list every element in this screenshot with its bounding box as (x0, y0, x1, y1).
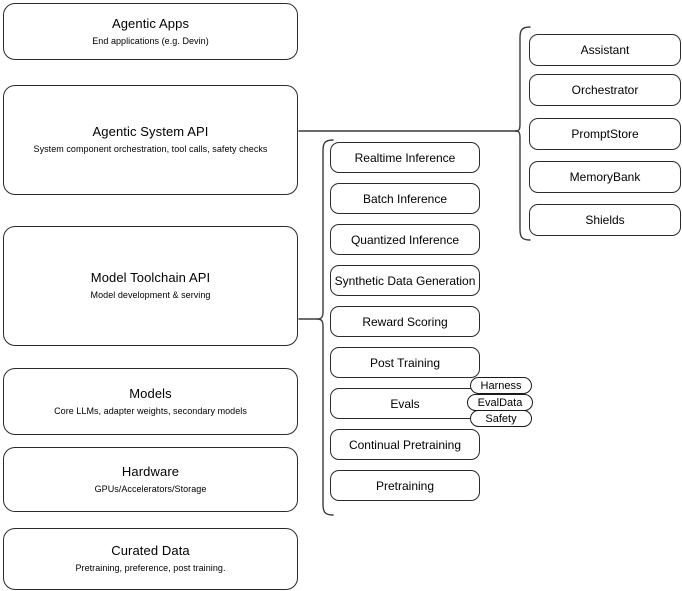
capability-evals[interactable]: Evals (330, 388, 480, 419)
layer-subtitle: Pretraining, preference, post training. (75, 563, 226, 573)
component-assistant[interactable]: Assistant (529, 34, 681, 66)
layer-title: Curated Data (111, 543, 190, 558)
layer-title: Agentic System API (92, 124, 209, 139)
layer-model-toolchain-api[interactable]: Model Toolchain API Model development & … (3, 226, 298, 346)
layer-title: Agentic Apps (111, 15, 190, 31)
capability-quantized-inference[interactable]: Quantized Inference (330, 224, 480, 255)
eval-tag-safety[interactable]: Safety (470, 410, 532, 427)
capability-pretraining[interactable]: Pretraining (330, 470, 480, 501)
layer-agentic-system-api[interactable]: Agentic System API System component orch… (3, 85, 298, 195)
layer-subtitle: End applications (e.g. Devin) (92, 35, 209, 46)
capability-reward-scoring[interactable]: Reward Scoring (330, 306, 480, 337)
eval-tag-evaldata[interactable]: EvalData (467, 394, 533, 411)
right-curly-brace (514, 26, 531, 241)
eval-tag-harness[interactable]: Harness (470, 377, 532, 394)
capability-realtime-inference[interactable]: Realtime Inference (330, 142, 480, 173)
layer-subtitle: Core LLMs, adapter weights, secondary mo… (54, 405, 247, 416)
layer-hardware[interactable]: Hardware GPUs/Accelerators/Storage (3, 447, 298, 512)
layer-curated-data[interactable]: Curated Data Pretraining, preference, po… (3, 528, 298, 590)
component-memorybank[interactable]: MemoryBank (529, 161, 681, 193)
layer-agentic-apps[interactable]: Agentic Apps End applications (e.g. Devi… (3, 3, 298, 60)
layer-title: Models (129, 385, 172, 401)
component-orchestrator[interactable]: Orchestrator (529, 74, 681, 106)
layer-subtitle: System component orchestration, tool cal… (33, 144, 268, 154)
capability-post-training[interactable]: Post Training (330, 347, 480, 378)
layer-subtitle: GPUs/Accelerators/Storage (94, 483, 207, 494)
component-shields[interactable]: Shields (529, 204, 681, 236)
layer-models[interactable]: Models Core LLMs, adapter weights, secon… (3, 368, 298, 435)
capability-synthetic-data-generation[interactable]: Synthetic Data Generation (330, 265, 480, 296)
layer-title: Hardware (121, 463, 180, 479)
layer-subtitle: Model development & serving (90, 290, 211, 300)
component-promptstore[interactable]: PromptStore (529, 118, 681, 150)
capability-batch-inference[interactable]: Batch Inference (330, 183, 480, 214)
capability-continual-pretraining[interactable]: Continual Pretraining (330, 429, 480, 460)
layer-title: Model Toolchain API (90, 270, 211, 285)
